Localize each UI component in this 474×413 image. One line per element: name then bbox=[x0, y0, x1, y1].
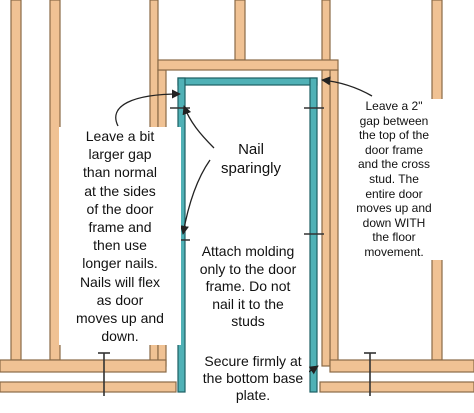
sole-plate-right bbox=[329, 359, 474, 373]
sole-plate-left bbox=[0, 359, 167, 373]
stud-center-cripple bbox=[234, 0, 246, 61]
header-top-plate bbox=[157, 59, 339, 71]
base-plate-right bbox=[319, 381, 474, 393]
nail-icon bbox=[364, 352, 376, 396]
arrow-nail-bottom bbox=[179, 159, 211, 235]
nail-icon bbox=[98, 352, 110, 396]
base-plate-note: Secure firmly at the bottom base plate. bbox=[197, 353, 309, 405]
stud-far-left bbox=[10, 0, 22, 361]
top-gap-note: Leave a 2" gap between the top of the do… bbox=[343, 99, 445, 260]
side-gap-note: Leave a bit larger gap than normal at th… bbox=[59, 127, 181, 346]
stud-right-king bbox=[321, 0, 331, 367]
door-frame-right-jamb bbox=[309, 77, 318, 393]
arrow-nail-top bbox=[182, 105, 215, 149]
molding-note: Attach molding only to the door frame. D… bbox=[195, 243, 301, 331]
bottom-plates bbox=[0, 359, 474, 393]
nails bbox=[98, 107, 376, 396]
door-frame bbox=[177, 77, 318, 393]
arrow-right-gap bbox=[321, 76, 373, 97]
door-frame-head bbox=[177, 77, 318, 86]
base-plate-left bbox=[0, 381, 177, 393]
stud-right-jack bbox=[329, 69, 339, 367]
header bbox=[157, 59, 339, 71]
nail-sparingly-note: Nail sparingly bbox=[220, 141, 282, 177]
arrow-left-gap bbox=[115, 89, 181, 127]
